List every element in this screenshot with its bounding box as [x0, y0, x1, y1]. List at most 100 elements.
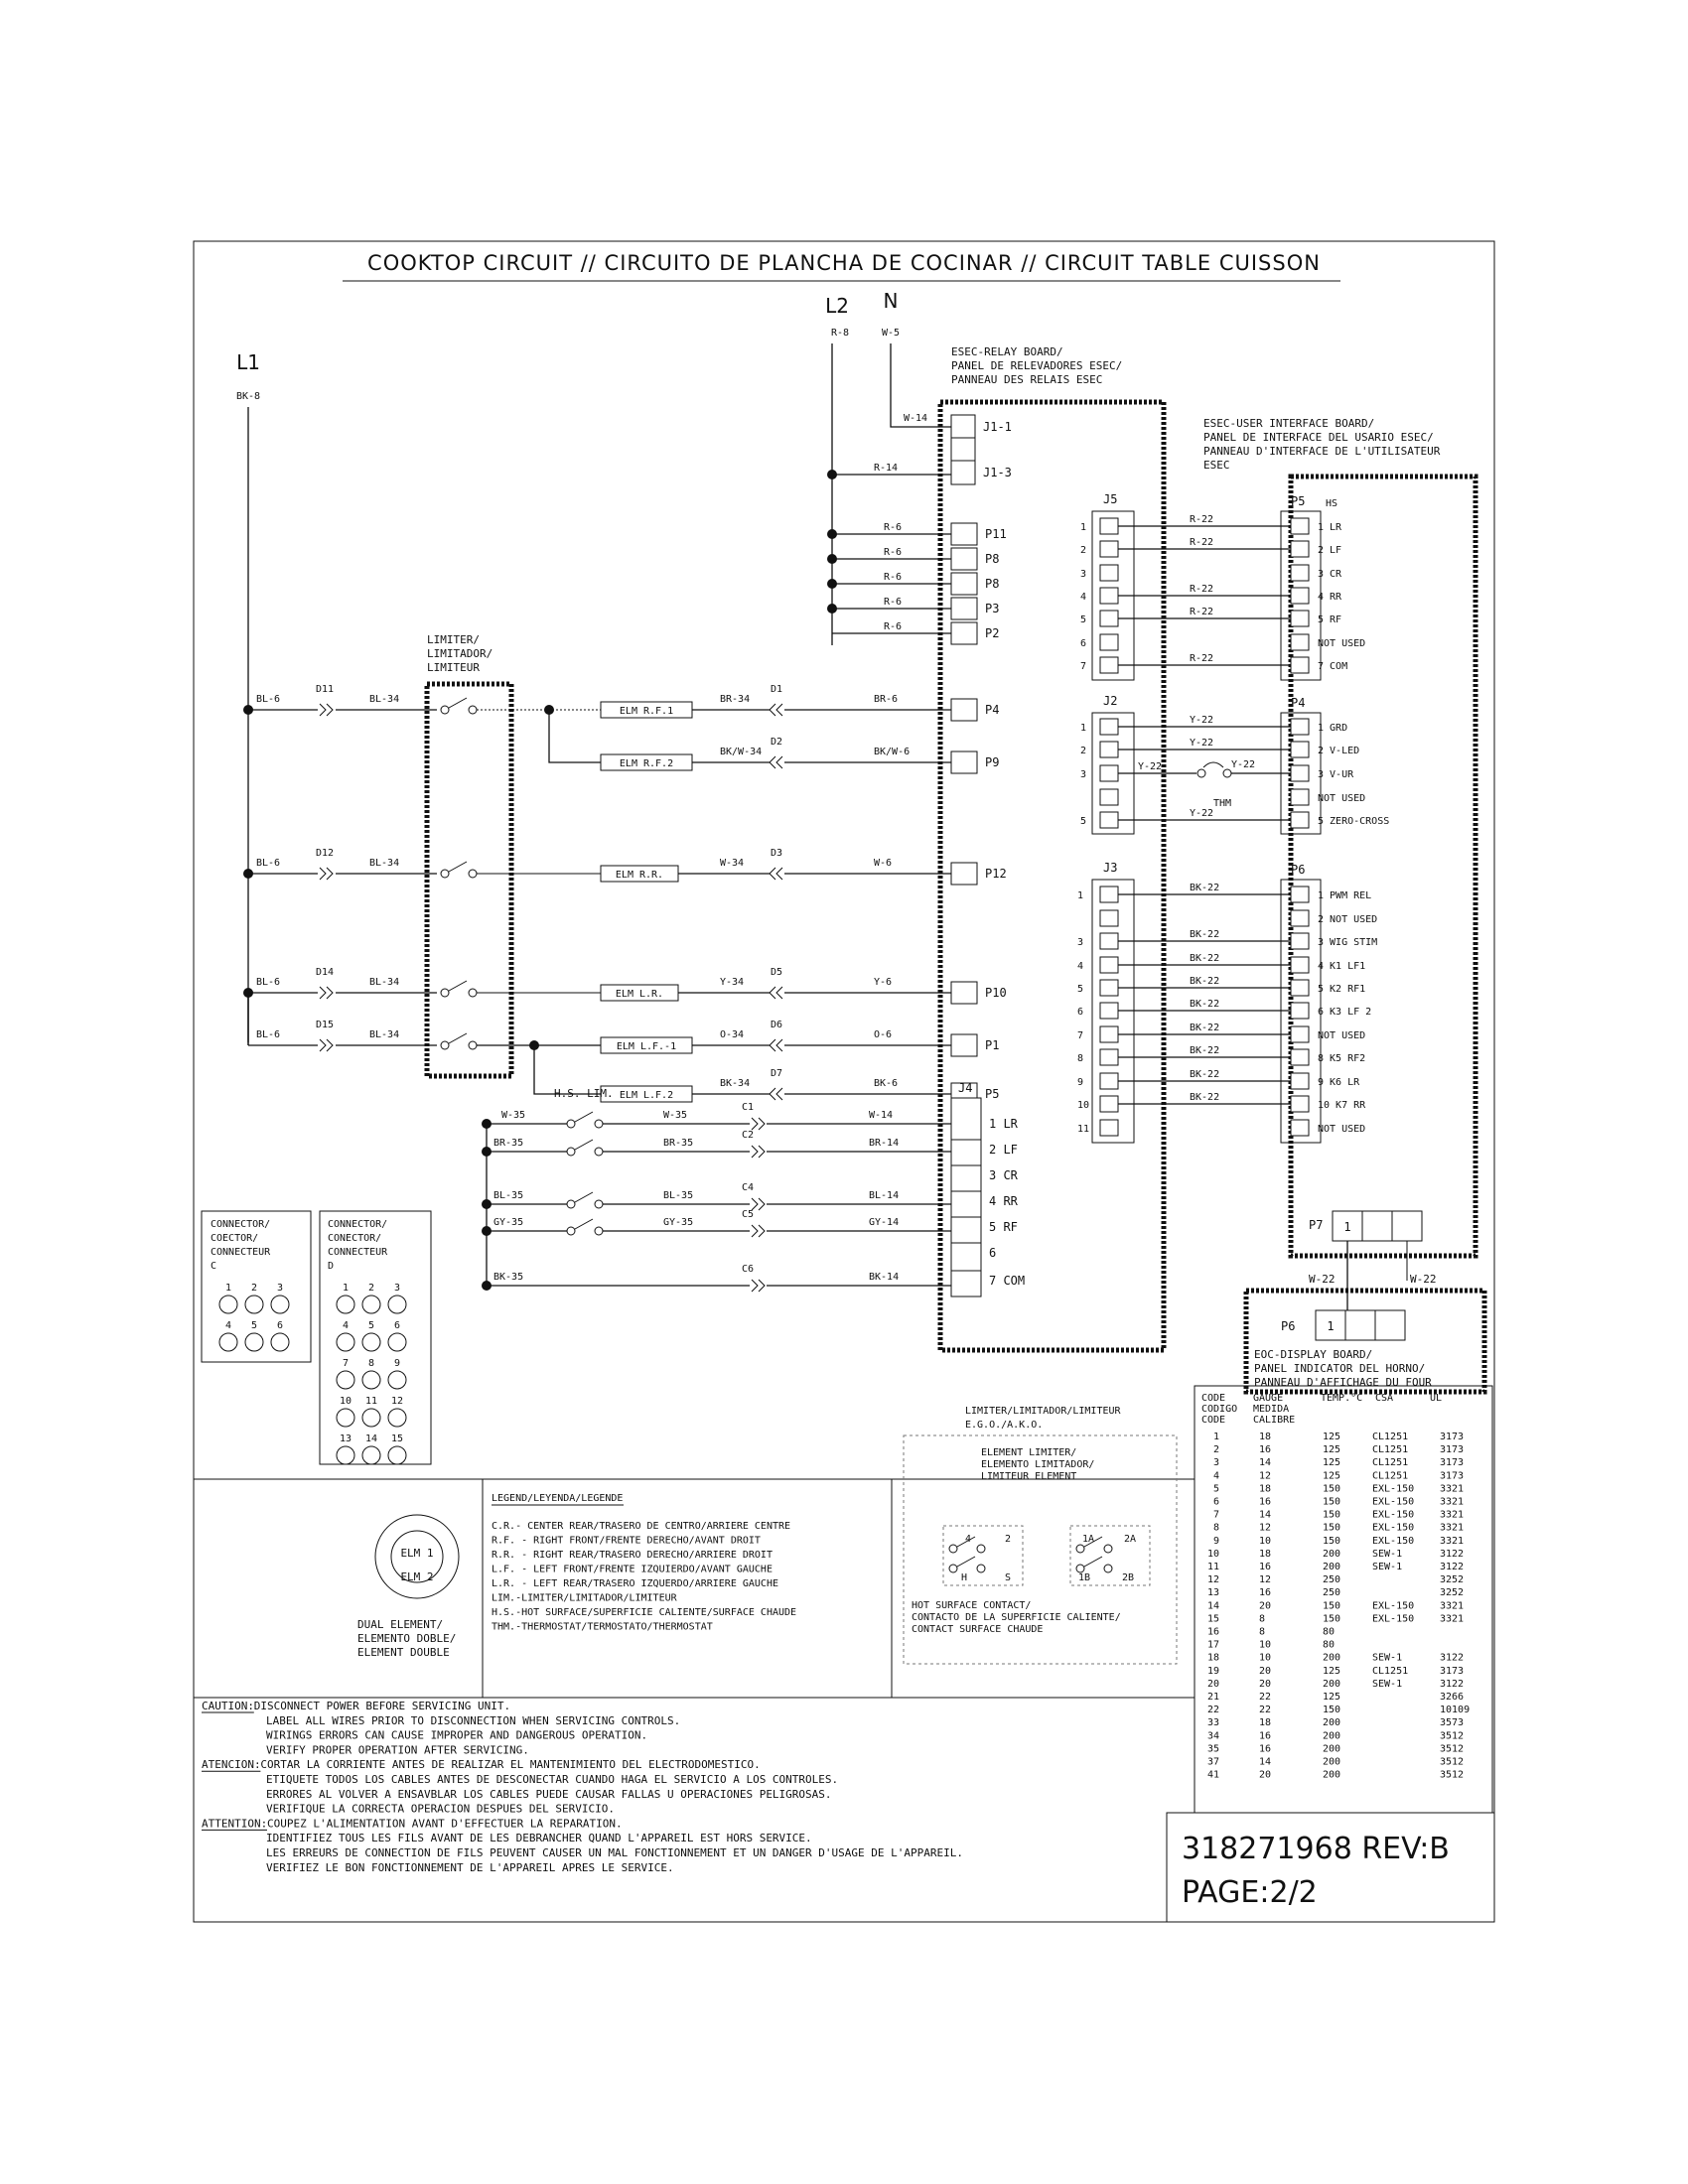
wire-label: O-34 [720, 1029, 744, 1040]
diagram-title: COOKTOP CIRCUIT // CIRCUITO DE PLANCHA D… [367, 251, 1321, 275]
caution-line: CORTAR LA CORRIENTE ANTES DE REALIZAR EL… [260, 1758, 760, 1771]
l1-wire: BK-8 [236, 391, 260, 402]
svg-text:CONECTOR/: CONECTOR/ [328, 1233, 381, 1244]
pin-box [1290, 932, 1310, 950]
p6-pin-label: 3 WIG STIM [1318, 937, 1377, 948]
table-cell: 3122 [1440, 1549, 1464, 1560]
table-cell: 3321 [1440, 1483, 1464, 1494]
relay-pin-label: P2 [985, 626, 999, 640]
wire-label: Y-22 [1138, 761, 1162, 772]
wire-label: W-35 [501, 1110, 525, 1121]
j4-pin-label: 3 CR [989, 1168, 1019, 1182]
connector-d-pin [361, 1332, 381, 1352]
wire-label: BK-22 [1190, 1023, 1219, 1033]
table-cell: 18 [1259, 1717, 1271, 1728]
pin-box [1290, 564, 1310, 582]
junction-dot [544, 705, 554, 715]
connector-d-pin-number: 13 [340, 1433, 352, 1444]
connector-label: D6 [771, 1020, 782, 1030]
j5-num: 3 [1080, 569, 1086, 580]
pin-box [1099, 587, 1119, 605]
svg-text:CONTACT SURFACE CHAUDE: CONTACT SURFACE CHAUDE [912, 1624, 1043, 1635]
table-cell: 3173 [1440, 1470, 1464, 1481]
wire-label: BK-22 [1190, 1092, 1219, 1103]
switch-contact [594, 1147, 604, 1157]
caution-heading: ATENCION: [202, 1758, 261, 1771]
table-cell: 150 [1323, 1613, 1340, 1624]
wire-label: BK-22 [1190, 1045, 1219, 1056]
pin-box [1290, 909, 1310, 927]
connector-d-pin [361, 1408, 381, 1428]
wire-label: R-22 [1190, 607, 1213, 617]
table-cell: 3252 [1440, 1587, 1464, 1598]
table-cell: 150 [1323, 1497, 1340, 1508]
table-cell: EXL-150 [1372, 1510, 1414, 1521]
table-cell: 22 [1259, 1705, 1271, 1715]
p4-pin-label: 5 ZERO-CROSS [1318, 816, 1389, 827]
pin-box [1099, 1095, 1119, 1113]
table-cell: 8 [1259, 1613, 1265, 1624]
connector-chevron [769, 1038, 776, 1052]
wire-label: BK-22 [1190, 929, 1219, 940]
svg-text:COECTOR/: COECTOR/ [211, 1233, 258, 1244]
j5-num: 2 [1080, 545, 1086, 556]
table-cell: 22 [1207, 1705, 1219, 1715]
wire-label: BK-22 [1190, 883, 1219, 893]
table-cell: CL1251 [1372, 1444, 1408, 1455]
table-cell: 3321 [1440, 1497, 1464, 1508]
dual-element: ELM 1 ELM 2 DUAL ELEMENT/ ELEMENTO DOBLE… [357, 1514, 460, 1659]
table-cell: 150 [1323, 1705, 1340, 1715]
table-cell: 250 [1323, 1587, 1340, 1598]
wire-label: BR-14 [869, 1138, 899, 1149]
table-header: CODE [1201, 1393, 1225, 1404]
table-cell: 16 [1207, 1627, 1219, 1638]
j3-label: J3 [1103, 861, 1117, 875]
connector-c-pin-number: 4 [225, 1320, 231, 1331]
pin-box [1099, 741, 1119, 758]
ui-board-name-4: ESEC [1203, 459, 1230, 472]
table-cell: 3321 [1440, 1536, 1464, 1547]
svg-text:LIMITER/LIMITADOR/LIMITEUR: LIMITER/LIMITADOR/LIMITEUR [965, 1406, 1122, 1417]
switch-contact [1103, 1544, 1113, 1554]
pin-box [1290, 718, 1310, 736]
table-cell: SEW-1 [1372, 1549, 1402, 1560]
l2-label: L2 [825, 294, 849, 318]
table-header: CSA [1375, 1393, 1393, 1404]
table-cell: 18 [1259, 1483, 1271, 1494]
table-cell: 3512 [1440, 1730, 1464, 1741]
pin-box [1290, 788, 1310, 806]
table-cell: 12 [1259, 1523, 1271, 1534]
table-cell: 150 [1323, 1536, 1340, 1547]
pin-box [1099, 979, 1119, 997]
connector-d-pin-number: 11 [365, 1396, 377, 1407]
j3-num: 10 [1077, 1100, 1089, 1111]
connector-chevron [319, 867, 327, 881]
table-cell: 80 [1323, 1640, 1335, 1651]
wire-label: Y-22 [1190, 808, 1213, 819]
connector-label: D1 [771, 684, 782, 695]
connector-chevron [319, 986, 327, 1000]
svg-text:1B: 1B [1078, 1572, 1090, 1583]
legend-line: C.R.- CENTER REAR/TRASERO DE CENTRO/ARRI… [492, 1521, 790, 1532]
pin-box [1099, 886, 1119, 903]
connector-chevron [319, 1038, 327, 1052]
table-cell: 3173 [1440, 1444, 1464, 1455]
pin-box [1099, 764, 1119, 782]
switch-blade [448, 861, 468, 873]
wire-label: O-6 [874, 1029, 892, 1040]
connector-chevron [326, 703, 334, 717]
table-cell: 18 [1259, 1432, 1271, 1442]
wire-label: BK-22 [1190, 1069, 1219, 1080]
wire-label: BK-14 [869, 1272, 899, 1283]
thm-contact [1196, 768, 1206, 778]
caution-line: ETIQUETE TODOS LOS CABLES ANTES DE DESCO… [266, 1773, 838, 1786]
switch-contact [594, 1119, 604, 1129]
connector-chevron [751, 1224, 759, 1238]
j1-3-label: J1-3 [983, 466, 1012, 479]
switch-contact [440, 1040, 450, 1050]
connector-d-pin [336, 1445, 355, 1465]
p6-pin-label: 5 K2 RF1 [1318, 984, 1365, 995]
table-cell: 14 [1207, 1600, 1219, 1611]
wire-label: R-6 [884, 621, 902, 632]
